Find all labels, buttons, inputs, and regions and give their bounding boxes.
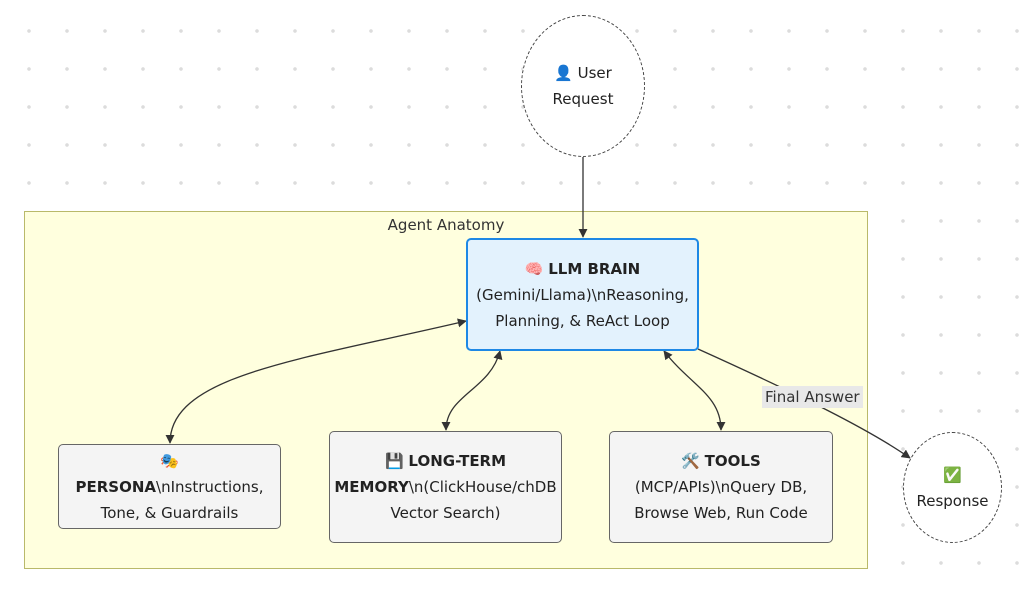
edge-brain-memory	[441, 350, 503, 431]
tools-line-2: (MCP/APIs)\nQuery DB,	[634, 478, 808, 496]
memory-title-suffix: \n(ClickHouse/chDB	[408, 478, 557, 496]
edge-brain-tools	[663, 350, 726, 431]
check-mark-icon: ✅	[943, 465, 962, 484]
tools-line-3: Browse Web, Run Code	[634, 504, 808, 522]
long-term-memory-node: 💾 LONG-TERM MEMORY\n(ClickHouse/chDB Vec…	[329, 431, 562, 543]
response-node: ✅ Response	[903, 432, 1002, 543]
user-icon: 👤	[554, 64, 573, 82]
edge-brain-persona	[165, 318, 467, 444]
tools-node: 🛠️ TOOLS (MCP/APIs)\nQuery DB, Browse We…	[609, 431, 833, 543]
brain-line-2: (Gemini/Llama)\nReasoning,	[476, 285, 689, 304]
persona-line-2: Tone, & Guardrails	[100, 503, 239, 522]
user-request-label: User Request	[552, 64, 614, 108]
floppy-disk-icon: 💾	[384, 452, 404, 470]
final-answer-label: Final Answer	[762, 386, 863, 408]
user-request-node: 👤 User Request	[521, 15, 645, 157]
brain-title: LLM BRAIN	[548, 259, 641, 278]
persona-title: PERSONA	[75, 477, 157, 496]
hammer-wrench-icon: 🛠️	[681, 452, 700, 470]
tools-title: TOOLS	[704, 452, 761, 470]
subgraph-title: Agent Anatomy	[387, 216, 505, 234]
memory-title-2: MEMORY	[334, 478, 409, 496]
brain-line-3: Planning, & ReAct Loop	[495, 311, 670, 330]
persona-title-suffix: \nInstructions,	[156, 477, 264, 496]
theater-masks-icon: 🎭	[160, 451, 179, 470]
memory-line-3: Vector Search)	[390, 504, 501, 522]
persona-node: 🎭 PERSONA\nInstructions, Tone, & Guardra…	[58, 444, 281, 529]
memory-title-1: LONG-TERM	[408, 452, 507, 470]
llm-brain-node: 🧠 LLM BRAIN (Gemini/Llama)\nReasoning, P…	[466, 238, 699, 351]
edge-brain-to-response	[697, 348, 911, 459]
response-label: Response	[916, 491, 989, 510]
brain-icon: 🧠	[524, 259, 544, 278]
